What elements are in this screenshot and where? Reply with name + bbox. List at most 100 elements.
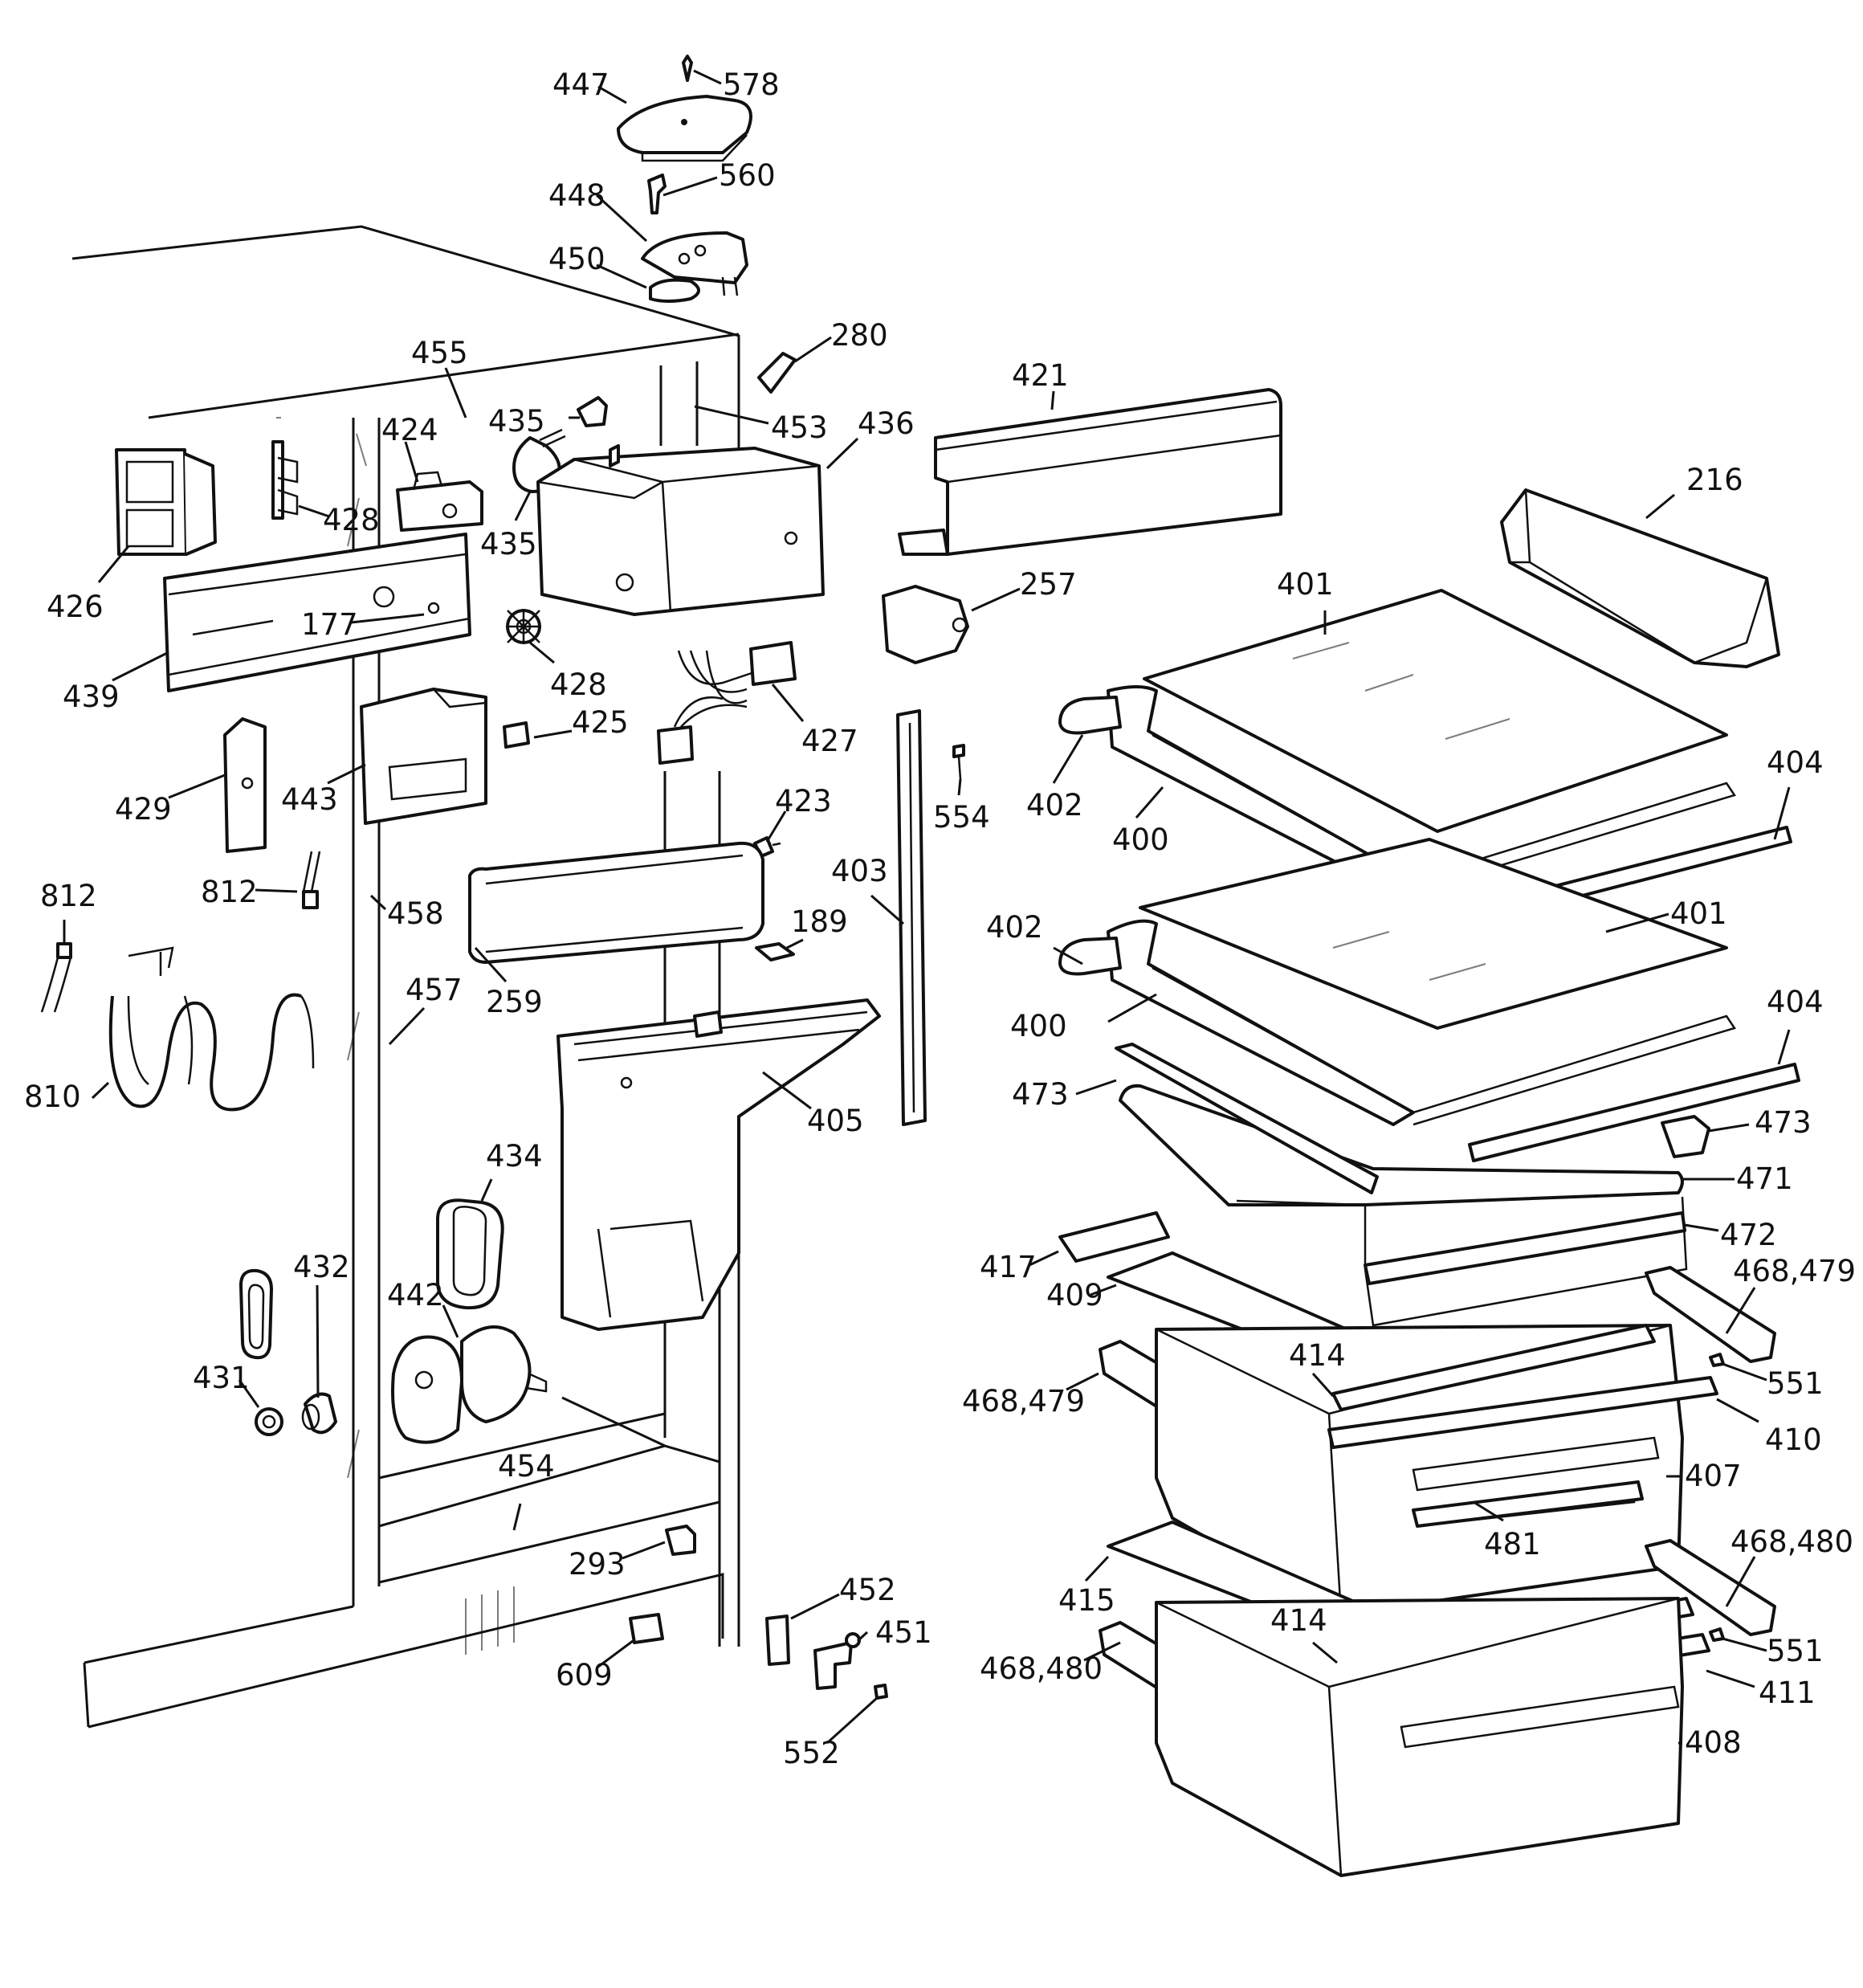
callout-414a: 414 — [1289, 1338, 1346, 1373]
shim-450 — [649, 278, 700, 303]
trim-472 — [1364, 1211, 1686, 1285]
callout-404b: 404 — [1767, 985, 1824, 1019]
callout-417: 417 — [980, 1250, 1037, 1284]
clip-417 — [1058, 1211, 1170, 1263]
callout-468-479b: 468,479 — [962, 1384, 1085, 1419]
callout-447: 447 — [552, 67, 609, 102]
callout-400a: 400 — [1112, 823, 1169, 857]
callout-471: 471 — [1736, 1161, 1793, 1196]
tray-216 — [1500, 488, 1780, 668]
callout-402b: 402 — [986, 910, 1043, 945]
callout-435b: 435 — [480, 527, 537, 561]
slide-468-479-right — [1645, 1266, 1776, 1363]
harness-427 — [657, 641, 797, 765]
callout-812a: 812 — [201, 875, 258, 909]
trim-410 — [1327, 1376, 1718, 1449]
callout-257: 257 — [1020, 567, 1077, 602]
cover-259 — [468, 841, 764, 964]
callout-414b: 414 — [1270, 1603, 1327, 1638]
drawer-408 — [1155, 1597, 1684, 1877]
part-293 — [665, 1525, 696, 1556]
callout-453: 453 — [771, 410, 828, 445]
callout-425: 425 — [572, 705, 629, 740]
shelf-frame-400b — [1107, 919, 1736, 1126]
timer-257 — [882, 585, 969, 664]
callout-216: 216 — [1686, 463, 1743, 497]
callout-189: 189 — [791, 904, 848, 939]
callout-578: 578 — [723, 67, 780, 102]
clip-473a — [1115, 1043, 1379, 1194]
callout-457: 457 — [406, 973, 463, 1007]
glass-shelf-401a — [1143, 589, 1728, 833]
callout-423: 423 — [775, 784, 832, 818]
bushing-432b — [301, 1392, 337, 1435]
hinge-cover-447 — [617, 95, 752, 162]
callout-442: 442 — [387, 1278, 444, 1312]
callout-450: 450 — [548, 242, 605, 276]
screw-551b — [1709, 1627, 1725, 1642]
hinge-451 — [813, 1632, 861, 1690]
callout-401a: 401 — [1277, 567, 1334, 602]
callout-552: 552 — [783, 1736, 840, 1770]
shield-436 — [536, 444, 825, 616]
fan-motor-442 — [391, 1325, 548, 1444]
rail-403 — [896, 709, 927, 1126]
slot-432 — [239, 1268, 273, 1360]
glass-shelf-401b — [1139, 838, 1728, 1030]
slide-468-480-right — [1645, 1539, 1776, 1636]
part-280 — [757, 352, 797, 394]
roller-402a — [1058, 696, 1122, 735]
callout-259: 259 — [486, 985, 543, 1019]
part-425 — [503, 721, 530, 749]
housing-426 — [115, 448, 217, 556]
callout-448: 448 — [548, 178, 605, 213]
screw-552 — [874, 1684, 888, 1700]
callout-439: 439 — [63, 680, 120, 714]
knob-431 — [255, 1407, 283, 1436]
callout-411: 411 — [1759, 1676, 1816, 1710]
callout-451: 451 — [875, 1615, 932, 1650]
tube-812b — [40, 942, 72, 1013]
screw-551a — [1709, 1353, 1725, 1367]
callout-labels: 447 578 560 448 450 280 455 421 435 453 … — [24, 67, 1856, 1770]
callout-426: 426 — [47, 590, 104, 624]
callout-402a: 402 — [1026, 788, 1083, 823]
heater-810 — [108, 946, 315, 1112]
gear-428b — [506, 609, 541, 644]
trim-481 — [1412, 1480, 1644, 1528]
callout-609: 609 — [556, 1658, 613, 1692]
trim-414a — [1331, 1324, 1656, 1411]
callout-404a: 404 — [1767, 745, 1824, 780]
callout-293: 293 — [569, 1547, 626, 1582]
callout-405: 405 — [807, 1104, 864, 1138]
callout-427: 427 — [801, 724, 858, 758]
callout-428a: 428 — [323, 503, 380, 537]
trim-404b — [1468, 1063, 1800, 1162]
callout-551a: 551 — [1767, 1366, 1824, 1401]
grille-434 — [436, 1198, 504, 1310]
callout-408: 408 — [1685, 1725, 1742, 1760]
callout-812b: 812 — [40, 879, 97, 913]
callout-415: 415 — [1058, 1583, 1115, 1618]
bracket-452 — [765, 1614, 790, 1666]
part-609 — [629, 1613, 664, 1644]
callout-431: 431 — [193, 1361, 250, 1395]
callout-560: 560 — [719, 158, 776, 193]
crisper-cover-471 — [1119, 1084, 1688, 1327]
screw-554 — [952, 744, 965, 780]
screw-578 — [681, 55, 693, 125]
callout-472: 472 — [1720, 1218, 1777, 1252]
callout-481: 481 — [1484, 1527, 1541, 1561]
callout-428b: 428 — [550, 667, 607, 702]
callout-407: 407 — [1685, 1459, 1742, 1493]
tube-812a — [302, 851, 321, 909]
bracket-439 — [163, 533, 471, 692]
clip-473b — [1661, 1115, 1710, 1158]
screw-560 — [647, 173, 667, 214]
callout-443: 443 — [281, 782, 338, 817]
callout-429: 429 — [115, 792, 172, 827]
hinge-448 — [641, 231, 748, 296]
cover-429 — [223, 717, 267, 853]
bracket-443 — [360, 688, 487, 825]
